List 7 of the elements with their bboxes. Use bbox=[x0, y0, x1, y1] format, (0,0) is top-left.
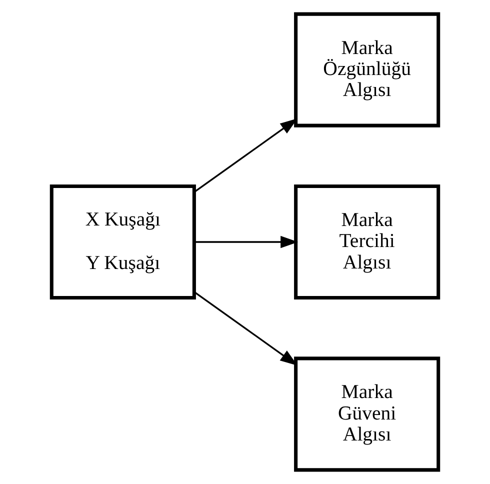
arrow bbox=[194, 118, 298, 192]
node-box: X Kuşağı Y Kuşağı bbox=[50, 184, 196, 300]
node-box: Marka Tercihi Algısı bbox=[294, 184, 440, 300]
arrow bbox=[194, 292, 298, 366]
node-box: Marka Güveni Algısı bbox=[294, 356, 440, 472]
node-box: Marka Özgünlüğü Algısı bbox=[294, 12, 440, 128]
arrow bbox=[194, 236, 298, 248]
